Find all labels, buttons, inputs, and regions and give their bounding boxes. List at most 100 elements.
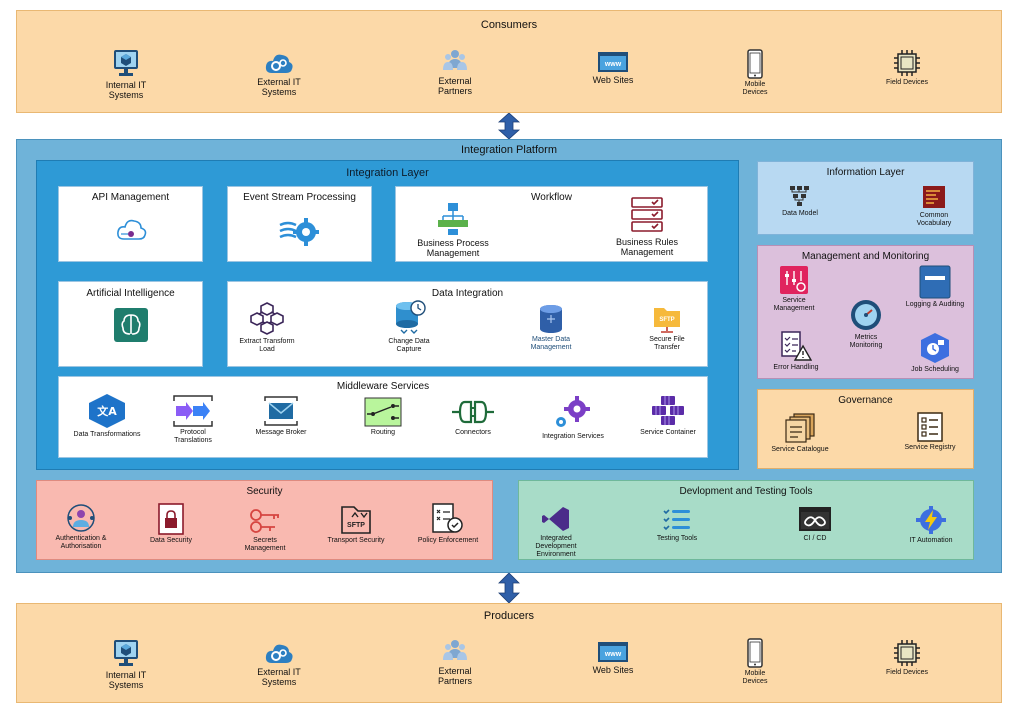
- routing-item: Routing: [359, 397, 407, 437]
- service-management-label: Service Management: [773, 297, 815, 313]
- logging-auditing-item: Logging & Auditing: [902, 265, 968, 309]
- data-model-label: Data Model: [782, 210, 818, 217]
- testing-tools-item: Testing Tools: [647, 507, 707, 543]
- ai-title: Artificial Intelligence: [86, 288, 175, 299]
- service-container-label: Service Container: [640, 429, 696, 436]
- producer-internal-it-label: Internal IT Systems: [105, 670, 147, 691]
- consumer-web-sites: www Web Sites: [583, 51, 643, 85]
- devtools-title: Devlopment and Testing Tools: [679, 486, 813, 497]
- test-checklist-icon: [663, 509, 690, 531]
- management-monitoring: Management and Monitoring Service Manage…: [757, 245, 974, 379]
- protocol-arrows-icon: [173, 395, 213, 427]
- gauge-icon: [851, 300, 881, 330]
- consumer-external-partners-label: External Partners: [437, 76, 472, 97]
- common-vocabulary-label: Common Vocabulary: [916, 212, 952, 228]
- business-process-item: Business Process Management: [410, 202, 496, 259]
- error-handling-item: Error Handling: [768, 330, 824, 372]
- routing-switch-icon: [364, 397, 402, 427]
- cdc-label: Change Data Capture: [388, 338, 430, 354]
- secrets-management-item: Secrets Management: [233, 507, 297, 553]
- dev-testing-tools: Devlopment and Testing Tools Integrated …: [518, 480, 974, 560]
- svg-text:www: www: [604, 651, 622, 658]
- metrics-monitoring-label: Metrics Monitoring: [849, 334, 883, 350]
- authentication-item: Authentication & Authorisation: [45, 503, 117, 551]
- job-scheduling-label: Job Scheduling: [911, 366, 959, 373]
- consumer-external-it-label: External IT Systems: [257, 77, 301, 98]
- svg-text:www: www: [604, 61, 622, 68]
- stream-gear-icon: [279, 218, 319, 246]
- ide-label: Integrated Development Environment: [535, 535, 577, 559]
- connectors-label: Connectors: [455, 429, 491, 436]
- api-management-title: API Management: [91, 192, 170, 203]
- sftp-folder-text: SFTP: [659, 317, 674, 323]
- producer-field-devices: Field Devices: [877, 639, 937, 677]
- metrics-monitoring-item: Metrics Monitoring: [838, 298, 894, 350]
- error-handling-label: Error Handling: [773, 364, 819, 371]
- transport-security-label: Transport Security: [327, 537, 385, 544]
- rules-checklist-icon: [631, 197, 663, 232]
- sftp-transfer-icon: SFTP: [341, 506, 371, 534]
- data-model-item: Data Model: [772, 184, 828, 218]
- mdm-label: Master Data Management: [530, 336, 572, 352]
- common-vocabulary-item: Common Vocabulary: [906, 184, 962, 228]
- integration-services-item: Integration Services: [537, 395, 609, 441]
- chip-icon: [894, 50, 920, 76]
- www-browser-icon: www: [598, 52, 628, 72]
- connectors-item: Connectors: [447, 397, 499, 437]
- consumer-mobile-label: Mobile Devices: [742, 81, 768, 97]
- lock-document-icon: [158, 503, 184, 535]
- event-stream-title: Event Stream Processing: [243, 192, 356, 203]
- platform-title: Integration Platform: [461, 144, 557, 156]
- monitor-cube-icon: [114, 50, 138, 76]
- producer-external-partners: External Partners: [423, 638, 487, 687]
- integration-layer-title: Integration Layer: [346, 167, 429, 179]
- cdc-item: Change Data Capture: [376, 298, 442, 354]
- job-scheduling-item: Job Scheduling: [902, 332, 968, 374]
- double-arrow-icon: [498, 573, 520, 603]
- sftp-folder-icon: SFTP: [654, 308, 680, 333]
- mobile-phone-icon: [747, 49, 763, 79]
- routing-label: Routing: [370, 429, 396, 436]
- security-title: Security: [246, 486, 283, 497]
- service-container-item: Service Container: [631, 395, 705, 437]
- producer-external-partners-label: External Partners: [437, 666, 472, 687]
- protocol-translations-item: Protocol Translations: [163, 395, 223, 445]
- information-layer: Information Layer Data Model Common Voca…: [757, 161, 974, 235]
- sftp-item: SFTP Secure File Transfer: [638, 304, 696, 352]
- ai-box: Artificial Intelligence: [58, 281, 203, 367]
- business-rules-item: Business Rules Management: [602, 195, 692, 258]
- testing-tools-label: Testing Tools: [656, 535, 698, 542]
- producer-mobile-label: Mobile Devices: [742, 670, 768, 686]
- catalogue-stack-icon: [785, 413, 815, 443]
- policy-badge-icon: [432, 503, 463, 533]
- cloud-api-icon: [117, 219, 147, 240]
- management-title: Management and Monitoring: [801, 251, 930, 262]
- keys-icon: [250, 509, 279, 533]
- api-management-box: API Management: [58, 186, 203, 262]
- consumers-title: Consumers: [480, 19, 538, 31]
- user-shield-icon: [67, 504, 95, 532]
- sftp-label: Secure File Transfer: [649, 336, 685, 352]
- it-automation-item: IT Automation: [897, 505, 965, 545]
- consumer-field-devices-label: Field Devices: [885, 79, 928, 86]
- middleware-box: Middleware Services 文A Data Transformati…: [58, 376, 708, 458]
- secrets-management-label: Secrets Management: [244, 537, 286, 553]
- envelope-broker-icon: [264, 396, 298, 426]
- middleware-title: Middleware Services: [336, 381, 430, 392]
- mdm-item: Master Data Management: [516, 304, 586, 352]
- it-automation-label: IT Automation: [909, 537, 953, 544]
- service-management-item: Service Management: [764, 265, 824, 313]
- etl-item: Extract Transform Load: [234, 300, 300, 354]
- people-icon: [443, 50, 467, 70]
- ci-cd-item: CI / CD: [791, 505, 839, 543]
- data-model-icon: [790, 186, 809, 206]
- cloud-gear-icon: [265, 54, 293, 73]
- data-integration-box: Data Integration Extract Transform Load …: [227, 281, 708, 367]
- ci-cd-label: CI / CD: [803, 535, 827, 542]
- business-rules-label: Business Rules Management: [615, 237, 679, 258]
- producer-mobile: Mobile Devices: [735, 638, 775, 686]
- consumer-external-partners: External Partners: [423, 48, 487, 97]
- message-broker-label: Message Broker: [255, 429, 307, 436]
- monitor-cube-icon: [114, 640, 138, 666]
- service-registry-item: Service Registry: [898, 412, 962, 452]
